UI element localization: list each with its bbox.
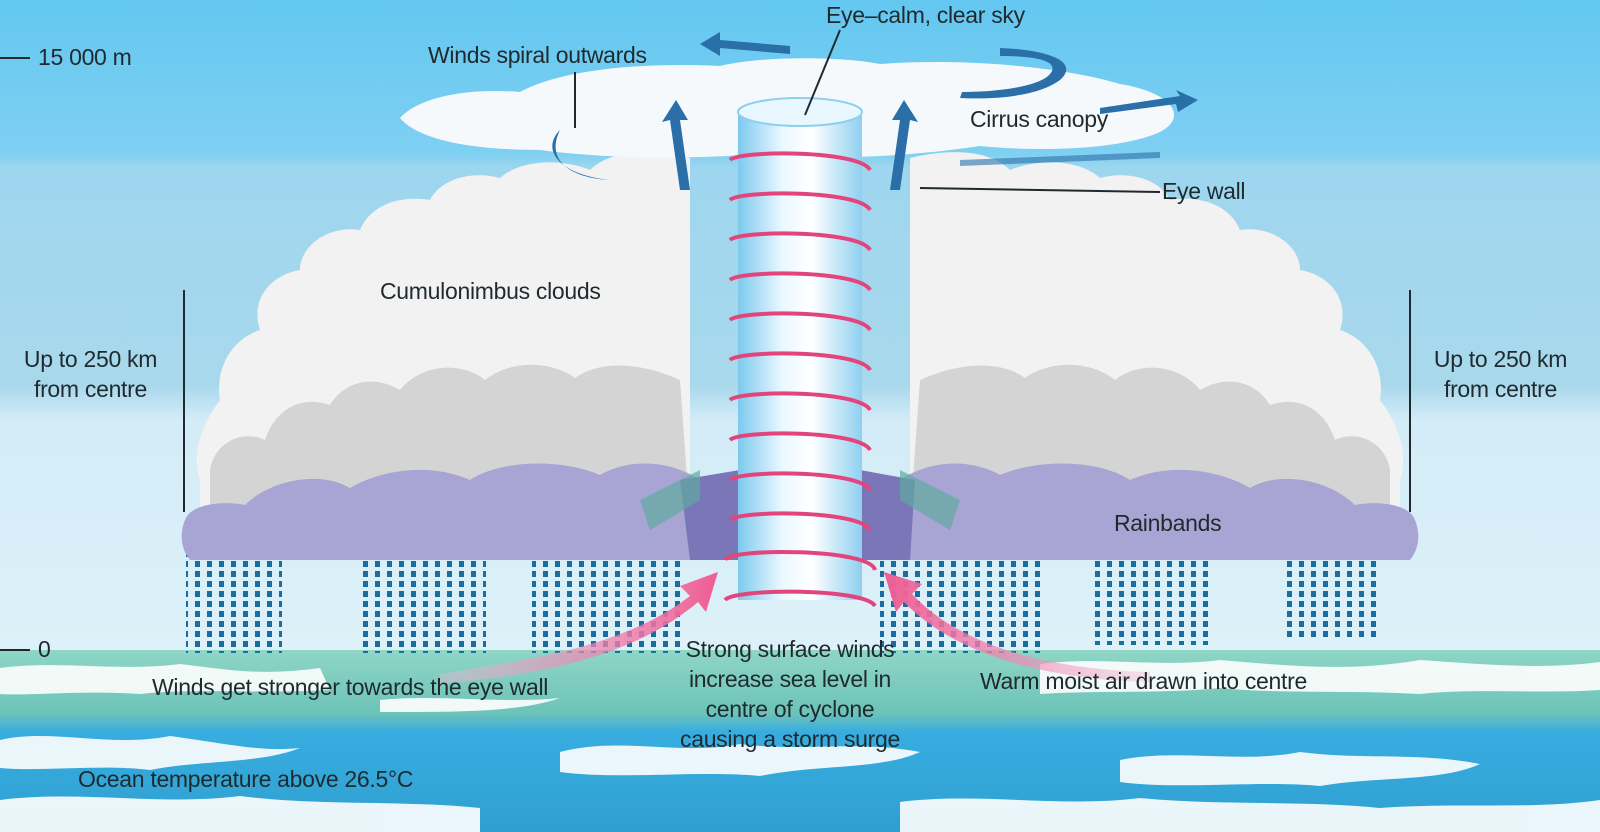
range-left-line-1: Up to 250 km (23, 346, 158, 372)
leader-lines (0, 29, 1411, 651)
cumulonimbus-label: Cumulonimbus clouds (380, 278, 601, 304)
range-right-line-1: Up to 250 km (1433, 346, 1568, 372)
storm-surge-line-4: causing a storm surge (680, 726, 900, 752)
range-left-line-2: from centre (33, 376, 147, 402)
range-right-label: Up to 250 km from centre (1418, 344, 1583, 404)
eye-column (737, 97, 863, 600)
range-right-line-2: from centre (1443, 376, 1557, 402)
rainbands-label: Rainbands (1114, 510, 1222, 536)
cloud-mass (181, 58, 1419, 560)
eye-wall-label: Eye wall (1162, 178, 1246, 204)
outflow-arrows (552, 32, 1198, 190)
winds-stronger-label: Winds get stronger towards the eye wall (152, 674, 549, 700)
storm-surge-label: Strong surface winds increase sea level … (640, 634, 940, 754)
cirrus-canopy-label: Cirrus canopy (970, 106, 1108, 132)
altitude-top-label: 15 000 m (38, 44, 132, 70)
ocean-temperature-label: Ocean temperature above 26.5°C (78, 766, 414, 792)
pink-spiral (723, 151, 877, 608)
warm-air-label: Warm moist air drawn into centre (980, 668, 1307, 694)
altitude-bottom-label: 0 (38, 636, 51, 662)
range-left-label: Up to 250 km from centre (8, 344, 173, 404)
storm-surge-line-3: centre of cyclone (705, 696, 875, 722)
sea-foam (0, 660, 1600, 832)
storm-surge-line-1: Strong surface winds (685, 636, 895, 662)
storm-surge-line-2: increase sea level in (688, 666, 892, 692)
inflow-arrows (440, 572, 1150, 684)
eye-label: Eye–calm, clear sky (826, 2, 1025, 28)
winds-spiral-label: Winds spiral outwards (428, 42, 647, 68)
